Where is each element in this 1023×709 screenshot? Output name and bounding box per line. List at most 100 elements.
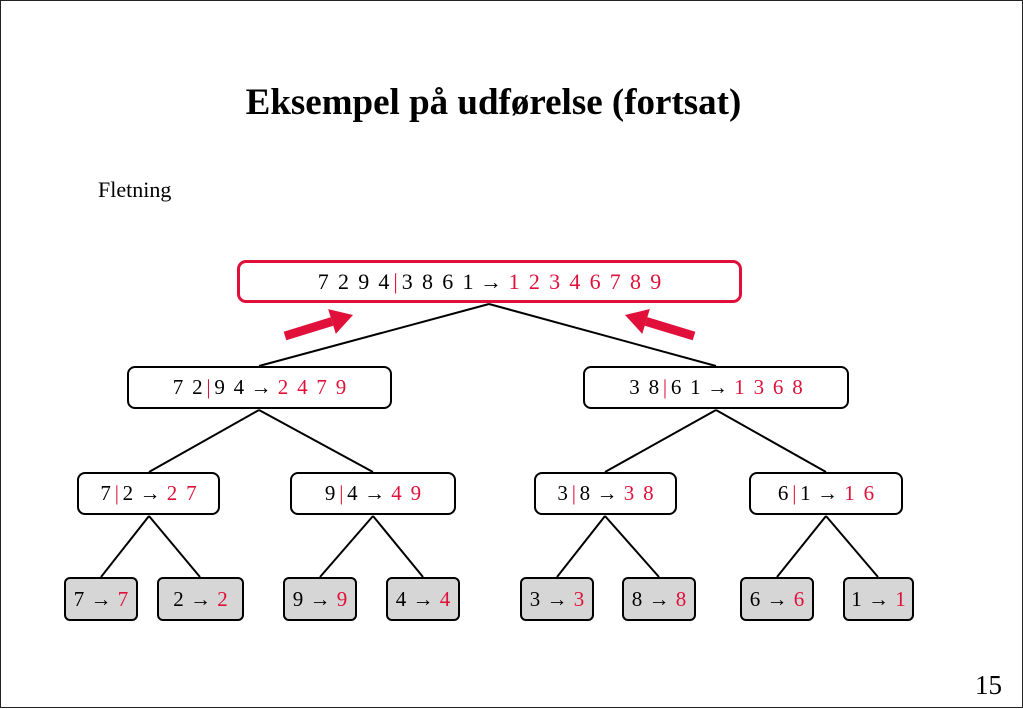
result-digit: 7 <box>316 375 327 399</box>
page-number: 15 <box>975 670 1002 700</box>
split-marker: | <box>114 481 119 505</box>
leaf-input: 6 <box>749 586 761 611</box>
leaf-node-5: 3→3 <box>520 577 594 621</box>
tree-edge <box>100 515 150 578</box>
tree-edge <box>776 515 827 578</box>
leaf-result: 8 <box>675 586 687 611</box>
left-digit: 3 <box>557 481 568 505</box>
right-digit: 2 <box>122 481 134 505</box>
right-arrow-icon: → <box>868 586 889 611</box>
result-digit: 3 <box>623 481 635 505</box>
right-digit: 4 <box>347 481 358 505</box>
right-digit: 6 <box>442 268 454 294</box>
right-arrow-icon: → <box>648 586 670 611</box>
leaf-result: 9 <box>336 586 348 611</box>
result-digit: 8 <box>630 268 642 294</box>
split-marker: | <box>339 481 344 505</box>
split-marker: | <box>792 481 797 505</box>
left-digit: 9 <box>358 268 370 294</box>
right-arrow-icon: → <box>816 481 838 505</box>
tree-edge <box>715 409 827 473</box>
leaf-node-8: 1→1 <box>843 577 914 621</box>
result-digit: 6 <box>772 375 784 399</box>
right-arrow-icon: → <box>250 375 272 399</box>
tree-edge <box>604 515 660 578</box>
right-arrow-icon: → <box>90 586 112 611</box>
right-arrow-icon: → <box>309 586 331 611</box>
left-digit: 2 <box>192 375 203 399</box>
left-digit: 8 <box>648 375 660 399</box>
result-digit: 8 <box>643 481 654 505</box>
left-digit: 2 <box>337 268 349 294</box>
right-digit: 1 <box>462 268 474 294</box>
right-digit: 1 <box>800 481 811 505</box>
right-arrow-icon: → <box>190 586 211 611</box>
leaf-input: 3 <box>529 586 541 611</box>
leaf-result: 4 <box>439 586 451 611</box>
merge-arrow-left-icon <box>283 309 353 341</box>
result-digit: 2 <box>277 375 289 399</box>
right-arrow-icon: → <box>412 586 434 611</box>
result-digit: 1 <box>508 268 520 294</box>
left-digit: 3 <box>629 375 640 399</box>
result-digit: 4 <box>297 375 308 399</box>
leaf-input: 7 <box>73 586 85 611</box>
result-digit: 2 <box>166 481 178 505</box>
leaf-node-2: 2→2 <box>157 577 244 621</box>
tree-edge <box>148 515 201 578</box>
tree-edge <box>556 515 606 578</box>
right-arrow-icon: → <box>480 268 503 294</box>
split-marker: | <box>571 481 576 505</box>
tree-edge <box>825 515 879 578</box>
leaf-result: 7 <box>117 586 129 611</box>
leaf-node-7: 6→6 <box>740 577 814 621</box>
leaf-node-4: 4→4 <box>386 577 460 621</box>
left-digit: 7 <box>100 481 111 505</box>
right-digit: 6 <box>670 375 682 399</box>
result-digit: 9 <box>650 268 662 294</box>
merge-arrow-right-icon <box>625 308 696 341</box>
right-arrow-icon: → <box>766 586 788 611</box>
result-digit: 3 <box>549 268 561 294</box>
right-arrow-icon: → <box>596 481 618 505</box>
right-digit: 8 <box>421 268 433 294</box>
result-digit: 6 <box>589 268 601 294</box>
right-digit: 3 <box>401 268 413 294</box>
right-arrow-icon: → <box>706 375 728 399</box>
tree-edge <box>148 409 260 473</box>
result-digit: 4 <box>391 481 402 505</box>
leaf-input: 8 <box>631 586 643 611</box>
result-digit: 7 <box>609 268 621 294</box>
leaf-node-1: 7→7 <box>64 577 138 621</box>
split-marker: | <box>662 375 668 399</box>
right-digit: 1 <box>690 375 701 399</box>
result-digit: 1 <box>734 375 745 399</box>
right-digit: 9 <box>214 375 225 399</box>
leaf-result: 6 <box>793 586 805 611</box>
right-digit: 8 <box>579 481 591 505</box>
right-arrow-icon: → <box>139 481 161 505</box>
split-marker: | <box>393 268 398 294</box>
result-digit: 8 <box>792 375 803 399</box>
tree-edge <box>488 303 717 367</box>
leaf-input: 2 <box>173 586 184 611</box>
left-digit: 9 <box>324 481 336 505</box>
leaf-node-3: 9→9 <box>283 577 357 621</box>
tree-edge <box>604 409 717 473</box>
left-digit: 4 <box>378 268 390 294</box>
leaf-result: 1 <box>895 586 906 611</box>
result-digit: 7 <box>186 481 197 505</box>
leaf-input: 9 <box>292 586 304 611</box>
left-digit: 7 <box>172 375 184 399</box>
slide-subtitle: Fletning <box>98 177 172 202</box>
tree-edge <box>258 303 490 367</box>
left-digit: 6 <box>777 481 789 505</box>
split-marker: | <box>206 375 211 399</box>
